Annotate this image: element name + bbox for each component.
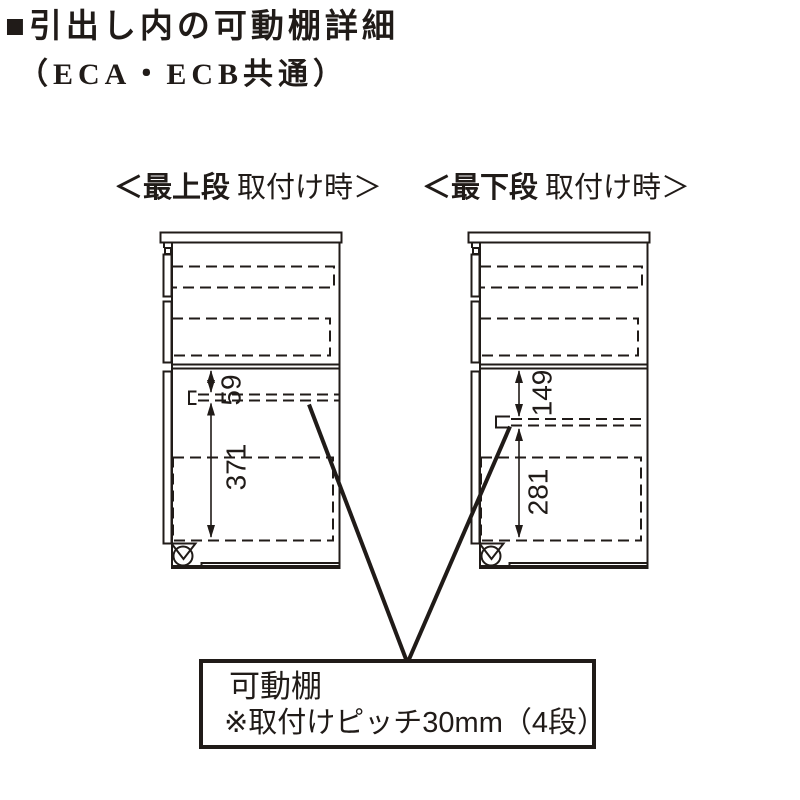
callout-pointer-line-right — [406, 425, 512, 662]
page-title: ■引出し内の可動棚詳細 — [5, 9, 399, 45]
dimension-text-upper-left: 59 — [216, 374, 247, 405]
shelf-front-bracket — [188, 390, 197, 405]
callout-pointer-line-left — [307, 403, 409, 662]
callout-box: 可動棚 ※取付けピッチ30mm（4段） — [199, 659, 606, 749]
label-top-position-rest: 取付け時＞ — [237, 172, 383, 204]
dimension-text-lower-right: 281 — [523, 469, 554, 516]
dimension-text-upper-right: 149 — [527, 370, 558, 417]
page-subtitle: （ECA・ECB共通） — [18, 58, 349, 91]
label-bottom-position-rest: 取付け時＞ — [545, 172, 691, 204]
label-bottom-position-strong: ＜最下段 — [422, 172, 539, 204]
label-top-position-strong: ＜最上段 — [114, 172, 231, 204]
movable-shelf-bottom-position — [495, 415, 647, 429]
callout-note: ※取付けピッチ30mm（4段） — [224, 707, 606, 739]
callout-title: 可動棚 — [229, 669, 322, 704]
movable-shelf-top-position — [188, 390, 339, 405]
label-top-position: ＜最上段取付け時＞ — [114, 171, 382, 205]
cabinet-bottom-position-drawing — [466, 230, 652, 571]
dimension-text-lower-left: 371 — [221, 444, 252, 491]
shelf-front-bracket — [495, 415, 510, 429]
label-bottom-position: ＜最下段取付け時＞ — [422, 171, 690, 205]
